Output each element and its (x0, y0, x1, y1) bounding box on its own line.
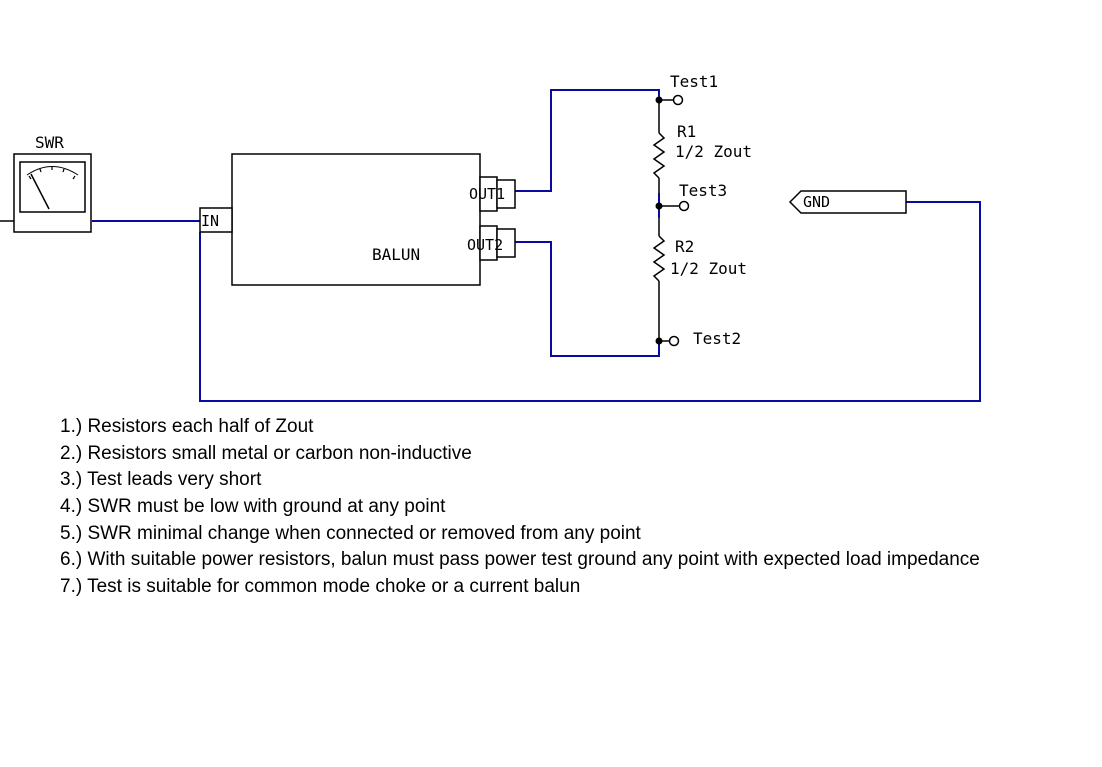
swr-tick-1 (28, 175, 32, 180)
swr-meter-face (19, 161, 86, 213)
r1-name: R1 (677, 122, 696, 141)
resistor-chain: R1 1/2 Zout R2 1/2 Zout (652, 100, 752, 341)
balun-label: BALUN (372, 245, 420, 264)
note-item: 7.) Test is suitable for common mode cho… (60, 576, 581, 598)
test-point-2[interactable]: Test2 (655, 329, 742, 348)
note-item: 2.) Resistors small metal or carbon non-… (60, 442, 472, 464)
swr-meter: SWR (0, 133, 92, 233)
wire-out2-to-test2 (515, 241, 660, 357)
out1-label: OUT1 (469, 185, 505, 203)
swr-label: SWR (35, 133, 64, 152)
r1-resistor (652, 132, 666, 179)
gnd-label: GND (803, 193, 830, 211)
test3-label: Test3 (679, 181, 727, 200)
note-item: 5.) SWR minimal change when connected or… (60, 522, 641, 544)
test3-terminal[interactable] (678, 200, 690, 212)
swr-meter-needle (30, 173, 50, 210)
in-port (199, 207, 233, 233)
wire-out1-to-test1 (515, 89, 660, 192)
balun-block: BALUN IN OUT1 OUT2 (199, 153, 516, 286)
r2-name: R2 (675, 237, 694, 256)
test2-terminal[interactable] (668, 335, 680, 347)
swr-tick-5 (72, 175, 76, 180)
test-point-1[interactable]: Test1 (655, 72, 719, 106)
test2-label: Test2 (693, 329, 741, 348)
swr-tick-2 (39, 168, 42, 173)
test1-terminal[interactable] (672, 94, 684, 106)
in-port-label: IN (201, 212, 219, 230)
balun-body (231, 153, 481, 286)
note-item: 4.) SWR must be low with ground at any p… (60, 496, 446, 518)
r2-value: 1/2 Zout (670, 259, 747, 278)
notes-list: 1.) Resistors each half of Zout 2.) Resi… (60, 414, 980, 601)
out2-port-inner (496, 228, 516, 258)
gnd-tag[interactable] (788, 190, 907, 214)
out1-port-inner (496, 179, 516, 209)
wire-ground-return (199, 201, 981, 402)
gnd-connector[interactable]: GND (788, 190, 907, 214)
swr-meter-scale (26, 166, 79, 176)
note-item: 3.) Test leads very short (60, 469, 262, 491)
note-item: 1.) Resistors each half of Zout (60, 416, 314, 437)
r1-value: 1/2 Zout (675, 142, 752, 161)
out2-label: OUT2 (467, 236, 503, 254)
swr-tick-4 (62, 168, 65, 173)
wires (92, 89, 981, 402)
r2-resistor (652, 235, 666, 282)
test1-label: Test1 (670, 72, 718, 91)
note-item: 6.) With suitable power resistors, balun… (60, 549, 980, 571)
test-point-3[interactable]: Test3 (655, 181, 728, 212)
